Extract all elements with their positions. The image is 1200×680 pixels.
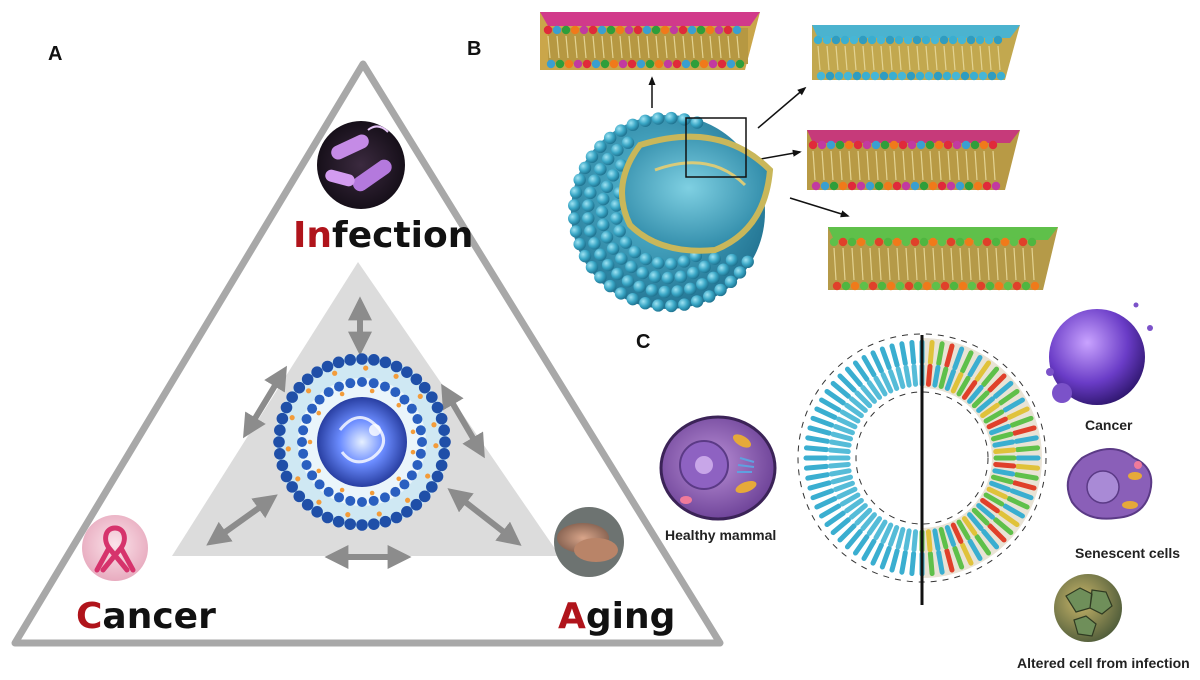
label-aging: Aging <box>558 596 675 637</box>
arrow-upper-left <box>243 365 287 439</box>
senescent-cell-icon <box>1066 448 1153 520</box>
caption-healthy-mammal: Healthy mammal <box>665 527 776 543</box>
zoom-box <box>685 117 747 178</box>
caption-altered-cell: Altered cell from infection <box>1017 655 1190 671</box>
pink-ribbon-icon <box>82 515 148 581</box>
caption-senescent-cells: Senescent cells <box>1075 545 1180 561</box>
panel-b-label: B <box>467 38 481 60</box>
membrane-ring <box>797 333 1047 605</box>
panel-a-label: A <box>48 43 62 65</box>
caption-cancer: Cancer <box>1085 417 1133 433</box>
membrane-slab-right-1 <box>812 25 1020 81</box>
aging-hands-icon <box>554 507 624 577</box>
membrane-slab-top <box>540 12 760 70</box>
label-cancer: Cancer <box>76 596 216 637</box>
interaction-arrows <box>206 296 522 569</box>
healthy-cell-icon <box>659 415 777 521</box>
cancer-cell-icon <box>1046 302 1153 405</box>
panel-c-label: C <box>636 331 650 353</box>
arrow-lower-right <box>447 488 522 546</box>
panel-b-arrows <box>754 86 850 218</box>
arrow-upper-right <box>441 383 485 459</box>
altered-cell-icon <box>1054 574 1122 642</box>
lipid-vesicle <box>568 111 774 313</box>
bacteria-icon <box>317 121 405 209</box>
arrow-lower-left <box>206 494 278 546</box>
membrane-slab-right-2 <box>807 130 1020 191</box>
label-infection: Infection <box>293 215 473 256</box>
central-liposome <box>273 353 451 531</box>
membrane-slab-right-3 <box>828 227 1058 291</box>
